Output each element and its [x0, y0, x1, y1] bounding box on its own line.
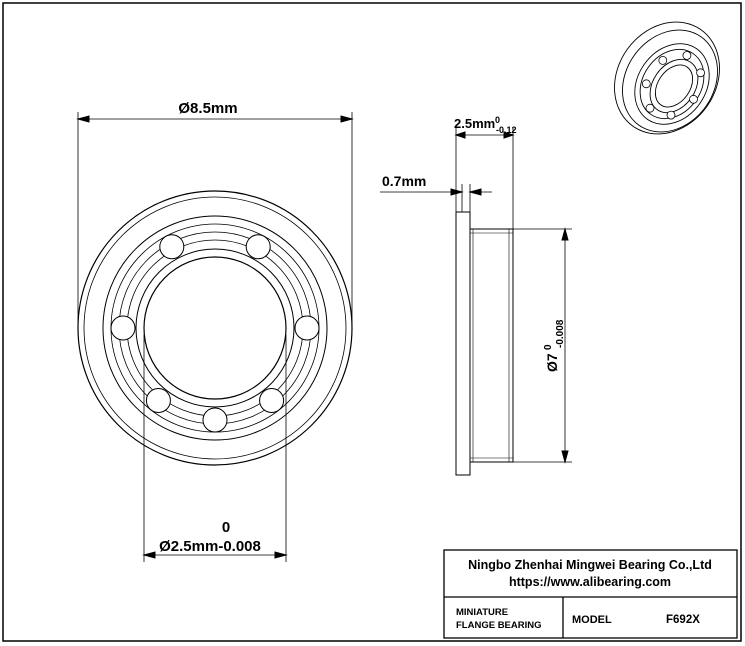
bore-tolerance-upper: 0 — [222, 519, 230, 536]
model-value: F692X — [666, 614, 700, 626]
flange-inner-circle — [83, 196, 347, 460]
iso-ball-3 — [645, 103, 655, 113]
ball-4 — [145, 388, 171, 413]
iso-ball-1 — [689, 94, 698, 104]
company-website: https://www.alibearing.com — [509, 575, 671, 589]
flange-dimension — [380, 184, 492, 212]
company-name: Ningbo Zhenhai Mingwei Bearing Co.,Ltd — [468, 558, 712, 572]
category-line1: MINIATURE — [456, 607, 508, 618]
flange-label: 0.7mm — [382, 173, 426, 189]
side-view — [455, 211, 514, 476]
bearing-iso-thumbnail — [614, 21, 720, 135]
width-tol-upper: 0 — [495, 115, 500, 125]
body-od-dimension — [513, 227, 572, 464]
iso-ball-6 — [682, 51, 692, 60]
ball-2 — [159, 234, 185, 260]
ball-5 — [259, 388, 285, 413]
body-od-label: Ø7 — [544, 353, 560, 372]
iso-ball-5 — [658, 56, 668, 65]
ball-group — [110, 234, 320, 433]
bore-label: Ø2.5mm-0.008 — [159, 538, 261, 555]
ball-3 — [110, 315, 136, 341]
inner-ring-outer-circle — [135, 248, 295, 408]
bore-dimension — [142, 335, 288, 562]
model-label: MODEL — [572, 614, 612, 626]
iso-ball-4 — [641, 79, 651, 89]
bore-circle — [143, 256, 287, 400]
iso-ball-7 — [696, 68, 705, 78]
od-dimension — [76, 112, 354, 328]
title-block — [443, 549, 738, 639]
outer-diameter-label: Ø8.5mm — [178, 100, 237, 117]
category-line2: FLANGE BEARING — [456, 620, 542, 631]
outer-ring-inner-circle — [110, 223, 320, 433]
ball-1 — [245, 234, 271, 260]
ball-7 — [202, 407, 228, 433]
width-label: 2.5mm — [454, 116, 495, 131]
body-section — [469, 228, 514, 463]
body-od-tol-upper: 0 — [543, 344, 554, 350]
iso-ball-2 — [666, 110, 676, 120]
ball-6 — [294, 315, 320, 341]
front-view — [77, 190, 353, 466]
width-dimension — [454, 128, 515, 229]
flange-section — [455, 211, 471, 476]
body-od-tol-lower: -0.008 — [555, 319, 566, 348]
width-tol-lower: -0.12 — [496, 125, 517, 135]
iso-ball-group — [641, 51, 705, 120]
body-od-label-group: Ø7 0 -0.008 — [543, 319, 566, 372]
outer-ring-circle — [102, 215, 328, 441]
